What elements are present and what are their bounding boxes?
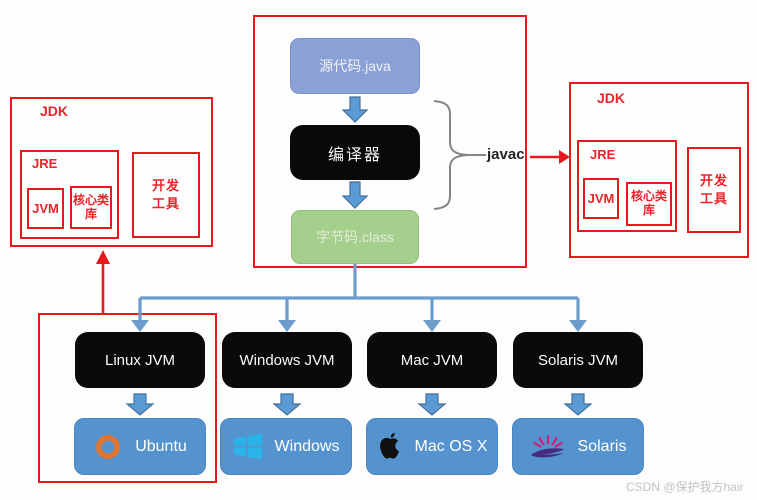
watermark: CSDN @保护我方hair (626, 480, 744, 494)
mac-os-box: Mac OS X (366, 418, 498, 475)
windows-icon (233, 433, 263, 460)
core-lib-left-label: 核心类库 (72, 192, 109, 221)
jvm-left-label: JVM (32, 201, 59, 216)
solaris-box: Solaris (512, 418, 644, 475)
javac-label: javac (487, 146, 525, 163)
jdk-right-frame (569, 82, 749, 258)
jre-left-frame (20, 150, 119, 239)
core-lib-left-box: 核心类库 (70, 186, 112, 229)
compiler-box: 编译器 (290, 125, 420, 180)
javac-to-jdk-arrow (530, 150, 570, 164)
jvm-right-box: JVM (583, 178, 619, 219)
apple-icon (377, 432, 403, 462)
jdk-right-label: JDK (597, 90, 626, 106)
mac-jvm-label: Mac JVM (400, 351, 464, 369)
jre-right-label: JRE (590, 147, 616, 162)
windows-label: Windows (274, 437, 340, 455)
core-lib-right-box: 核心类库 (626, 182, 672, 226)
windows-jvm-label: Windows JVM (239, 351, 335, 369)
compiler-label: 编译器 (327, 146, 382, 164)
core-lib-right-label: 核心类库 (630, 189, 667, 217)
jvm-right-label: JVM (587, 191, 615, 206)
mac-jvm-box: Mac JVM (367, 332, 497, 388)
linux-jvm-label: Linux JVM (104, 351, 176, 369)
source-code-label: 源代码.java (319, 58, 391, 74)
compile-flow-frame (253, 15, 527, 268)
mac-os-label: Mac OS X (414, 437, 488, 455)
dev-tools-left-label: 开发工具 (151, 178, 180, 211)
jdk-left-frame (10, 97, 213, 247)
ubuntu-label: Ubuntu (135, 437, 187, 455)
jre-left-label: JRE (32, 156, 58, 171)
jdk-left-label: JDK (40, 103, 69, 119)
ubuntu-box: Ubuntu (74, 418, 206, 475)
solaris-icon (530, 433, 566, 461)
linux-column-frame (38, 313, 217, 483)
bytecode-label: 字节码.class (316, 229, 394, 245)
platform-to-jdk-arrow (96, 250, 110, 313)
source-code-box: 源代码.java (290, 38, 420, 94)
arrow-windows-to-windows (272, 393, 302, 416)
dev-tools-left-box: 开发工具 (132, 152, 200, 238)
solaris-jvm-box: Solaris JVM (513, 332, 643, 388)
jre-right-frame (577, 140, 677, 232)
windows-jvm-box: Windows JVM (222, 332, 352, 388)
linux-jvm-box: Linux JVM (75, 332, 205, 388)
solaris-label: Solaris (577, 437, 627, 455)
arrow-mac-to-macos (417, 393, 447, 416)
bytecode-box: 字节码.class (291, 210, 419, 264)
dev-tools-right-label: 开发工具 (700, 173, 729, 206)
dev-tools-right-box: 开发工具 (687, 147, 741, 233)
jvm-left-box: JVM (27, 188, 64, 229)
arrow-solaris-to-solaris (563, 393, 593, 416)
solaris-jvm-label: Solaris JVM (537, 351, 619, 369)
windows-box: Windows (220, 418, 352, 475)
ubuntu-icon (93, 432, 123, 462)
